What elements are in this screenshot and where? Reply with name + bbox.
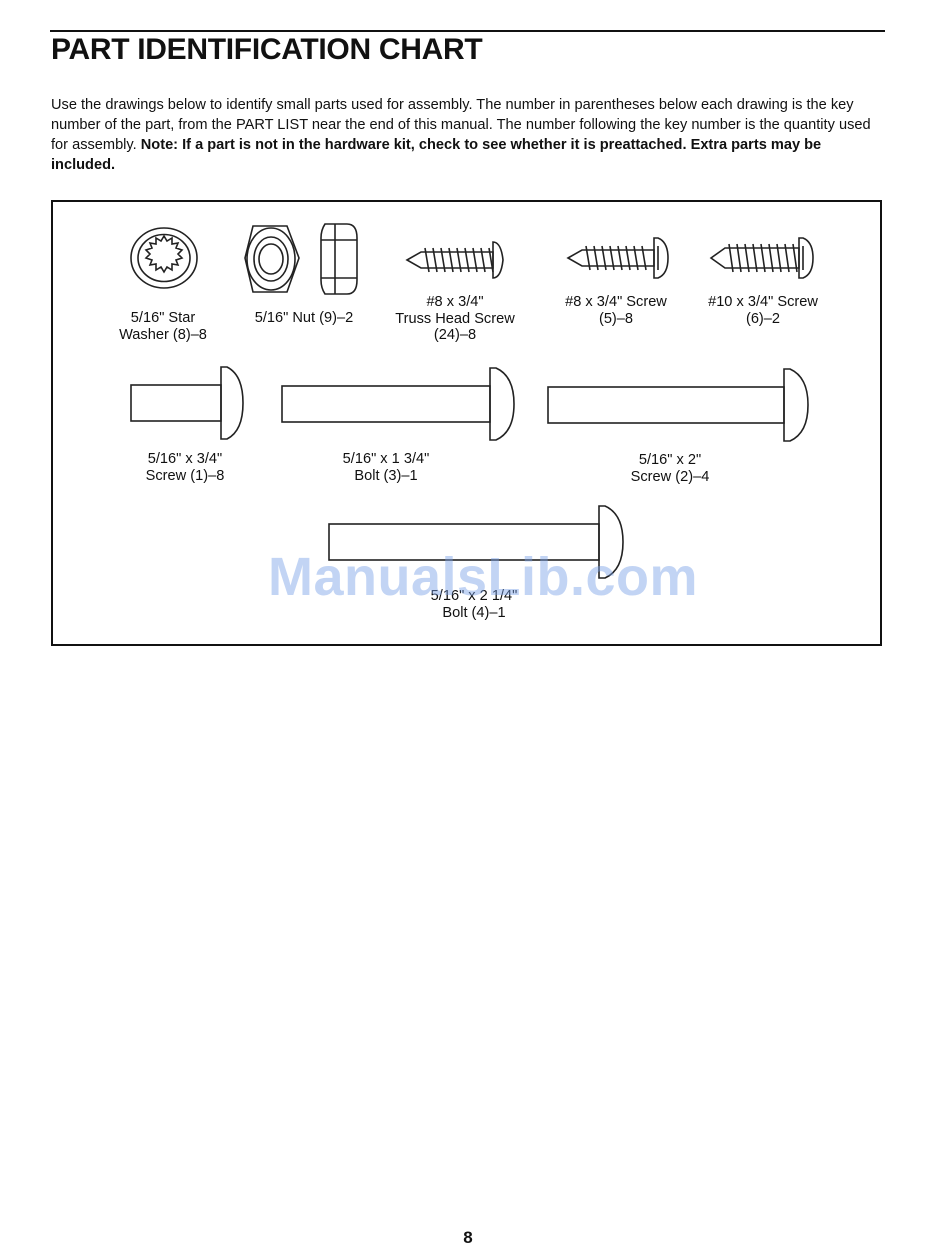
top-rule — [50, 30, 885, 32]
truss-head-screw-icon — [405, 241, 504, 279]
bolt-icon — [328, 505, 624, 579]
bolt-icon — [547, 368, 809, 442]
part-caption: 5/16" x 2" Screw (2)–4 — [630, 452, 710, 485]
screw-icon — [566, 237, 669, 279]
part-caption: 5/16" Star Washer (8)–8 — [119, 310, 207, 343]
parts-panel — [51, 200, 882, 646]
part-caption: #10 x 3/4" Screw (6)–2 — [708, 294, 818, 327]
bolt-icon — [130, 366, 244, 440]
nut-icon — [244, 223, 358, 295]
part-caption: 5/16" x 1 3/4" Bolt (3)–1 — [342, 451, 430, 484]
intro-note: Note: If a part is not in the hardware k… — [51, 137, 822, 173]
intro-paragraph: Use the drawings below to identify small… — [51, 95, 881, 175]
page-title: PART IDENTIFICATION CHART — [51, 33, 483, 66]
part-caption: 5/16" x 2 1/4" Bolt (4)–1 — [430, 588, 518, 621]
star-washer-icon — [130, 227, 198, 289]
part-caption: 5/16" x 3/4" Screw (1)–8 — [145, 451, 225, 484]
screw-icon — [709, 237, 814, 279]
part-caption: #8 x 3/4" Truss Head Screw (24)–8 — [395, 294, 515, 343]
part-caption: #8 x 3/4" Screw (5)–8 — [565, 294, 667, 327]
bolt-icon — [281, 367, 515, 441]
watermark: ManualsLib.com — [268, 547, 699, 607]
page-number: 8 — [463, 1228, 473, 1247]
part-caption: 5/16" Nut (9)–2 — [254, 310, 354, 326]
intro-text: Use the drawings below to identify small… — [51, 97, 871, 153]
